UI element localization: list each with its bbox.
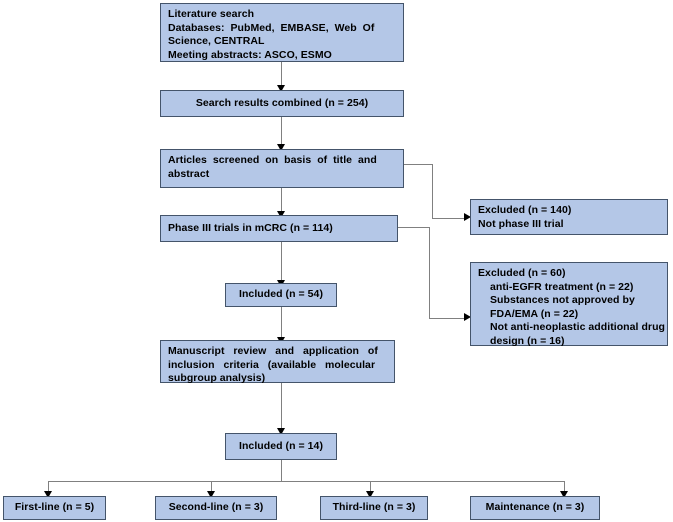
node-third-line: Third-line (n = 3) [320, 496, 428, 520]
included-54-label: Included (n = 54) [239, 288, 323, 301]
connector-included54-to-manuscript [281, 307, 282, 339]
articles-screened-line-1: Articles screened on basis of title and [168, 154, 377, 166]
arrowhead-to-included14 [277, 428, 285, 435]
manuscript-review-line-1: Manuscript review and application of [168, 345, 378, 357]
literature-search-line-2: Databases: PubMed, EMBASE, Web Of [168, 21, 375, 34]
node-included-54: Included (n = 54) [225, 283, 337, 307]
arrowhead-to-second-line [207, 491, 215, 498]
node-articles-screened: Articles screened on basis of title and … [160, 149, 404, 188]
connector-bus-to-third-line [370, 481, 371, 493]
second-line-label: Second-line (n = 3) [168, 501, 264, 514]
connector-phase3-to-excluded60-v [429, 227, 430, 318]
connector-phase3-to-excluded60-h2 [429, 318, 466, 319]
connector-phase3-to-excluded60-h1 [397, 227, 430, 228]
connector-manuscript-to-included14 [281, 383, 282, 430]
arrowhead-to-third-line [366, 491, 374, 498]
phase-iii-trials-label: Phase III trials in mCRC (n = 114) [168, 221, 333, 234]
arrowhead-to-excluded60 [464, 313, 471, 321]
node-excluded-60: Excluded (n = 60) anti-EGFR treatment (n… [470, 262, 668, 347]
literature-search-line-3: Science, CENTRAL [168, 35, 265, 47]
arrowhead-to-search-results [277, 85, 285, 92]
search-results-label: Search results combined (n = 254) [195, 96, 369, 109]
node-phase-iii-trials: Phase III trials in mCRC (n = 114) [160, 215, 398, 242]
connector-bottom-bus [48, 481, 565, 482]
arrowhead-to-maintenance [560, 491, 568, 498]
connector-bus-to-first-line [48, 481, 49, 493]
manuscript-review-line-2: inclusion criteria (available molecular [168, 358, 376, 371]
connector-screened-to-excluded140-h1 [403, 164, 433, 165]
excluded-60-line-6: design (n = 16) [490, 334, 565, 347]
excluded-60-line-3: Substances not approved by [490, 294, 635, 306]
excluded-60-line-5: Not anti-neoplastic additional drug [490, 321, 665, 333]
connector-screened-to-phase3 [281, 188, 282, 213]
connector-results-to-screened [281, 117, 282, 145]
arrowhead-to-excluded140 [464, 213, 471, 221]
connector-screened-to-excluded140-h2 [432, 218, 466, 219]
excluded-140-line-2: Not phase III trial [478, 217, 564, 230]
arrowhead-to-first-line [44, 491, 52, 498]
connector-search-to-results [281, 62, 282, 86]
literature-search-line-4: Meeting abstracts: ASCO, ESMO [168, 48, 332, 61]
articles-screened-line-2: abstract [168, 167, 210, 180]
node-second-line: Second-line (n = 3) [155, 496, 277, 520]
node-maintenance: Maintenance (n = 3) [470, 496, 600, 520]
literature-search-line-1: Literature search [168, 8, 255, 20]
node-literature-search: Literature search Databases: PubMed, EMB… [160, 3, 404, 62]
connector-included14-to-bus [281, 460, 282, 482]
excluded-60-line-2: anti-EGFR treatment (n = 22) [490, 280, 634, 293]
excluded-140-line-1: Excluded (n = 140) [478, 204, 572, 216]
connector-screened-to-excluded140-v [432, 164, 433, 218]
excluded-60-line-4: FDA/EMA (n = 22) [490, 307, 579, 320]
node-first-line: First-line (n = 5) [3, 496, 106, 520]
manuscript-review-line-3: subgroup analysis) [168, 372, 266, 384]
node-search-results-combined: Search results combined (n = 254) [160, 90, 404, 117]
first-line-label: First-line (n = 5) [14, 501, 95, 514]
connector-bus-to-maintenance [564, 481, 565, 493]
node-included-14: Included (n = 14) [225, 433, 337, 460]
third-line-label: Third-line (n = 3) [332, 501, 416, 514]
arrowhead-to-phase3 [277, 211, 285, 218]
connector-bus-to-second-line [211, 481, 212, 493]
maintenance-label: Maintenance (n = 3) [485, 501, 585, 514]
included-14-label: Included (n = 14) [239, 439, 323, 452]
arrowhead-to-articles-screened [277, 144, 285, 151]
node-manuscript-review: Manuscript review and application of inc… [160, 340, 395, 384]
excluded-60-line-1: Excluded (n = 60) [478, 267, 566, 279]
connector-phase3-to-included54 [281, 242, 282, 282]
node-excluded-140: Excluded (n = 140) Not phase III trial [470, 199, 668, 235]
